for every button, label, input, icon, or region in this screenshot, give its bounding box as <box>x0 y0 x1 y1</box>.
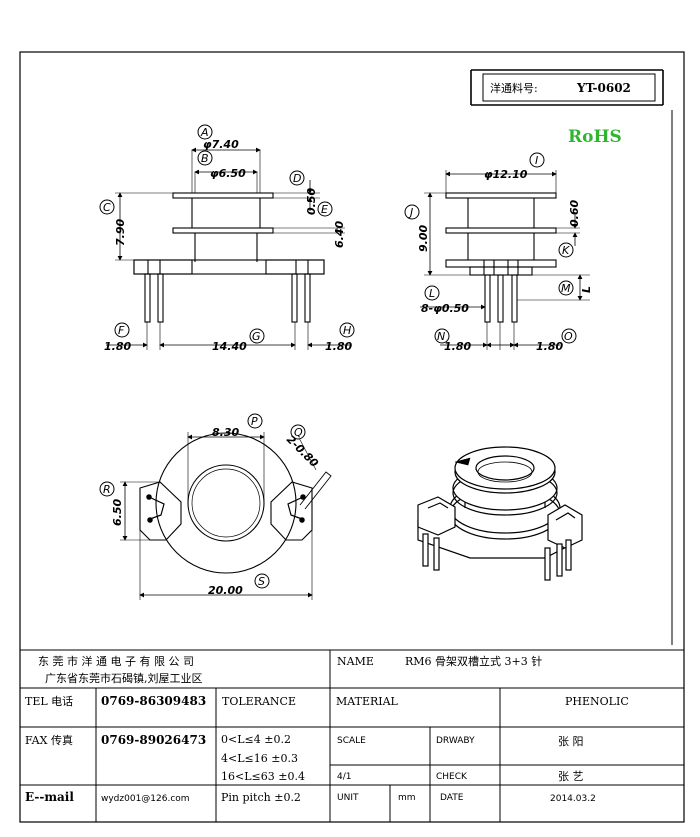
tolerance-4: Pin pitch ±0.2 <box>221 791 301 804</box>
front-view-labels: A φ7.40 B φ6.50 C 7.90 D 0.50 E 6.40 F 1… <box>99 124 355 353</box>
dim-O-value: 1.80 <box>536 340 563 353</box>
unit-label: UNIT <box>337 793 359 803</box>
name-label: NAME <box>337 655 374 668</box>
dim-E-tag: E <box>321 203 328 216</box>
sheet-border <box>19 51 685 823</box>
top-view <box>120 432 332 600</box>
dim-J-tag: J <box>408 206 413 219</box>
dim-L-tag: L <box>429 287 435 300</box>
dim-C-tag: C <box>103 201 111 214</box>
tel-value: 0769-86309483 <box>101 694 206 708</box>
dim-L-value: 8-φ0.50 <box>421 302 469 315</box>
dim-E-value: 6.40 <box>333 221 346 248</box>
isometric-view <box>417 446 583 581</box>
dim-H-tag: H <box>343 324 351 337</box>
dim-F-value: 1.80 <box>104 340 131 353</box>
part-number-box: 洋通料号: YT-0602 <box>470 69 664 106</box>
tolerance-2: 4<L≤16 ±0.3 <box>221 752 298 765</box>
drawby-value: 张 阳 <box>558 735 584 748</box>
dim-I-tag: I <box>535 154 538 167</box>
dim-I-value: φ12.10 <box>484 168 528 181</box>
unit-value: mm <box>398 793 416 803</box>
dim-C-value: 7.90 <box>114 219 127 246</box>
material-value: PHENOLIC <box>565 695 629 708</box>
fax-label: FAX 传真 <box>25 733 73 747</box>
dim-M-value: L <box>580 286 593 293</box>
dim-P-tag: P <box>251 415 258 428</box>
dim-P-value: 8.30 <box>212 426 239 439</box>
part-label: 洋通料号: <box>490 81 538 95</box>
dim-R-tag: R <box>103 483 111 496</box>
dim-S-value: 20.00 <box>208 584 243 597</box>
dim-J-value: 9.00 <box>417 225 430 252</box>
date-label: DATE <box>440 793 464 803</box>
dim-G-value: 14.40 <box>212 340 247 353</box>
dim-D-tag: D <box>293 172 301 185</box>
dim-M-tag: M <box>561 282 571 295</box>
drawby-label: DRWABY <box>436 736 475 746</box>
dim-N-value: 1.80 <box>444 340 471 353</box>
scale-value: 4/1 <box>337 772 351 782</box>
dim-D-value: 0.50 <box>305 188 318 215</box>
dim-A-value: φ7.40 <box>203 138 239 151</box>
material-label: MATERIAL <box>336 695 399 708</box>
dim-B-tag: B <box>201 152 209 165</box>
dim-S-tag: S <box>258 575 265 588</box>
date-value: 2014.03.2 <box>550 794 596 804</box>
fax-value: 0769-89026473 <box>101 733 206 747</box>
name-value: RM6 骨架双槽立式 3+3 针 <box>405 654 542 668</box>
tolerance-3: 16<L≤63 ±0.4 <box>221 770 305 783</box>
dim-B-value: φ6.50 <box>210 167 246 180</box>
dim-R-value: 6.50 <box>111 499 124 526</box>
company-address: 广东省东莞市石碣镇,刘屋工业区 <box>45 671 203 685</box>
dim-F-tag: F <box>118 324 125 337</box>
tolerance-label: TOLERANCE <box>222 695 296 708</box>
scale-label: SCALE <box>337 736 366 746</box>
title-block-text: 东 莞 市 洋 通 电 子 有 限 公 司 广东省东莞市石碣镇,刘屋工业区 NA… <box>25 654 629 804</box>
tolerance-1: 0<L≤4 ±0.2 <box>221 733 291 746</box>
part-number: YT-0602 <box>576 81 631 95</box>
dim-H-value: 1.80 <box>325 340 352 353</box>
check-label: CHECK <box>436 772 468 782</box>
title-block <box>20 649 684 822</box>
dim-G-tag: G <box>252 330 261 343</box>
dim-A-tag: A <box>200 126 209 139</box>
dim-K-tag: K <box>562 244 570 257</box>
rohs-mark: RoHS <box>568 127 622 147</box>
side-view <box>420 170 590 350</box>
dim-Q-tag: Q <box>294 426 303 439</box>
dim-N-tag: N <box>437 330 445 343</box>
email-label: E--mail <box>25 790 74 804</box>
side-view-labels: I φ12.10 J 9.00 K 0.60 L 8-φ0.50 M L N 1… <box>404 152 593 353</box>
company-name: 东 莞 市 洋 通 电 子 有 限 公 司 <box>38 654 194 668</box>
dim-O-tag: O <box>564 330 573 343</box>
tel-label: TEL 电话 <box>25 695 73 708</box>
dim-K-value: 0.60 <box>568 200 581 227</box>
front-view <box>106 147 350 350</box>
check-value: 张 艺 <box>558 770 584 783</box>
email-value: wydz001@126.com <box>101 794 190 804</box>
